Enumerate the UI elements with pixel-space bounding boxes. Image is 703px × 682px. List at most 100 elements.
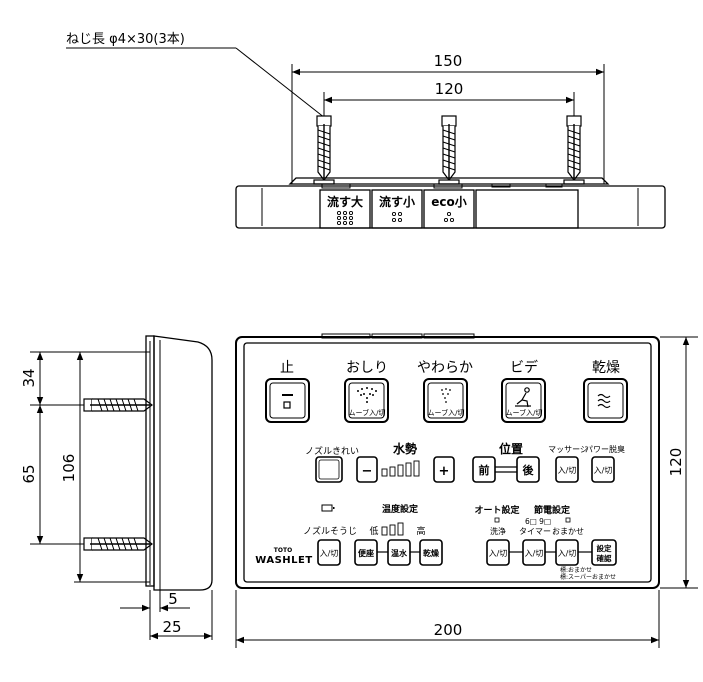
auto-wash-button[interactable]: 入/切 bbox=[486, 539, 510, 566]
side-view: 34 65 106 5 25 bbox=[20, 335, 213, 640]
screw-right bbox=[563, 115, 585, 185]
top-button-eco-small[interactable]: eco小 bbox=[423, 189, 475, 229]
nozzle-clean-button[interactable] bbox=[315, 456, 343, 483]
brand-washlet: WASHLET bbox=[255, 555, 312, 566]
dim-65: 65 bbox=[20, 405, 44, 544]
dim-120-top-label: 120 bbox=[435, 80, 464, 98]
dim-200: 200 bbox=[236, 621, 659, 644]
soft-wash-button[interactable]: ムーブ入/切 bbox=[423, 378, 468, 423]
timer-onoff-label: 入/切 bbox=[525, 549, 544, 558]
stop-button[interactable] bbox=[265, 378, 310, 423]
confirm-label-line2: 確認 bbox=[596, 553, 612, 563]
position-bar bbox=[495, 466, 517, 473]
water-force-plus-button[interactable]: + bbox=[433, 456, 455, 483]
bidet-button[interactable]: ムーブ入/切 bbox=[501, 378, 546, 423]
massage-button[interactable]: 入/切 bbox=[555, 456, 579, 483]
label-nozzle-clean: ノズルきれい bbox=[305, 445, 359, 457]
front-view: 120 200 止 おしり やわらか ビデ 乾燥 bbox=[235, 333, 698, 648]
water-force-level-indicator bbox=[381, 460, 420, 477]
water-temp-button[interactable]: 温水 bbox=[387, 539, 411, 566]
dim-120-height: 120 bbox=[667, 337, 690, 588]
label-auto-setting: オート設定 bbox=[474, 504, 520, 516]
top-button-small-flush-label: 流す小 bbox=[379, 194, 415, 209]
power-dry-onoff-label: 入/切 bbox=[594, 466, 613, 475]
seat-temp-button[interactable]: 便座 bbox=[354, 539, 378, 566]
label-power-saving: 節電設定 bbox=[533, 504, 571, 516]
side-screw-upper bbox=[83, 398, 153, 412]
dim-150-label: 150 bbox=[434, 52, 463, 70]
soft-wash-move-label: ムーブ入/切 bbox=[428, 408, 465, 417]
dim-34-label: 34 bbox=[20, 368, 38, 387]
label-rear-wash: おしり bbox=[346, 360, 388, 376]
air-wave-icon bbox=[597, 393, 611, 409]
omakase-button[interactable]: 入/切 bbox=[555, 539, 579, 566]
label-temp-setting: 温度設定 bbox=[382, 503, 419, 515]
soft-spray-icon bbox=[441, 388, 451, 403]
confirm-label-line1: 設定 bbox=[597, 543, 612, 553]
plus-label: + bbox=[439, 464, 450, 479]
dry-button[interactable] bbox=[583, 378, 628, 423]
label-nozzle-cleaning: ノズルそうじ bbox=[303, 525, 357, 537]
dim-25-label: 25 bbox=[162, 618, 181, 636]
dim-120-height-label: 120 bbox=[667, 448, 685, 477]
timer-button[interactable]: 入/切 bbox=[522, 539, 546, 566]
brand-toto: TOTO bbox=[274, 547, 292, 554]
top-button-eco-small-label: eco小 bbox=[431, 194, 467, 209]
screw-note: ねじ長 φ4×30(3本) bbox=[66, 32, 326, 119]
stop-square-icon bbox=[283, 401, 291, 409]
label-timer: タイマー bbox=[519, 527, 551, 536]
label-high: 高 bbox=[416, 525, 425, 537]
position-back-button[interactable]: 後 bbox=[516, 456, 540, 483]
label-position: 位置 bbox=[499, 441, 523, 456]
power-saving-hours: 6□ 9□ bbox=[525, 517, 551, 526]
dry-temp-button[interactable]: 乾燥 bbox=[419, 539, 443, 566]
position-front-label: 前 bbox=[479, 463, 490, 477]
water-force-minus-button[interactable]: − bbox=[356, 456, 378, 483]
position-back-label: 後 bbox=[523, 463, 535, 477]
label-omakase: おまかせ bbox=[552, 527, 584, 536]
side-screw-lower bbox=[83, 537, 153, 551]
seated-person-icon bbox=[515, 387, 531, 408]
top-button-large-flush-label: 流す大 bbox=[327, 194, 363, 209]
temp-level-indicator bbox=[381, 522, 404, 536]
label-soft: やわらか bbox=[417, 360, 473, 376]
bidet-move-label: ムーブ入/切 bbox=[506, 408, 543, 417]
water-temp-label: 温水 bbox=[391, 548, 408, 558]
confirm-settings-button[interactable]: 設定 確認 bbox=[591, 539, 617, 566]
dim-25: 25 bbox=[150, 618, 212, 640]
rear-wash-move-label: ムーブ入/切 bbox=[349, 408, 386, 417]
label-low: 低 bbox=[369, 525, 378, 537]
nozzle-cleaning-onoff-label: 入/切 bbox=[320, 549, 339, 558]
auto-wash-onoff-label: 入/切 bbox=[489, 549, 508, 558]
top-button-small-flush[interactable]: 流す小 bbox=[371, 189, 423, 229]
dim-120-top: 120 bbox=[324, 80, 574, 104]
label-dry: 乾燥 bbox=[592, 360, 620, 376]
rear-wash-button[interactable]: ムーブ入/切 bbox=[344, 378, 389, 423]
dim-150: 150 bbox=[292, 52, 604, 76]
top-button-large-flush[interactable]: 流す大 bbox=[319, 189, 371, 229]
seat-temp-label: 便座 bbox=[358, 548, 374, 558]
label-bidet: ビデ bbox=[510, 359, 538, 376]
screw-center bbox=[438, 115, 460, 185]
minus-label: − bbox=[362, 464, 373, 479]
dim-34: 34 bbox=[20, 352, 44, 405]
dim-5-label: 5 bbox=[168, 590, 178, 608]
massage-onoff-label: 入/切 bbox=[558, 466, 577, 475]
dim-106-label: 106 bbox=[60, 454, 78, 483]
nozzle-cleaning-button[interactable]: 入/切 bbox=[317, 539, 341, 566]
note-omakase: 標:おまかせ bbox=[560, 566, 592, 574]
top-view: 150 120 流す大 bbox=[235, 52, 666, 229]
omakase-onoff-label: 入/切 bbox=[558, 549, 577, 558]
power-dry-button[interactable]: 入/切 bbox=[591, 456, 615, 483]
spray-fan-icon bbox=[357, 387, 377, 403]
dry-temp-label: 乾燥 bbox=[423, 548, 440, 558]
label-stop: 止 bbox=[280, 360, 294, 376]
dim-65-label: 65 bbox=[20, 464, 38, 483]
position-front-button[interactable]: 前 bbox=[472, 456, 496, 483]
dim-106: 106 bbox=[60, 352, 84, 582]
omakase-indicator bbox=[565, 517, 571, 523]
label-water-force: 水勢 bbox=[393, 441, 417, 456]
dim-200-label: 200 bbox=[434, 621, 463, 639]
label-wash: 洗浄 bbox=[490, 526, 506, 536]
